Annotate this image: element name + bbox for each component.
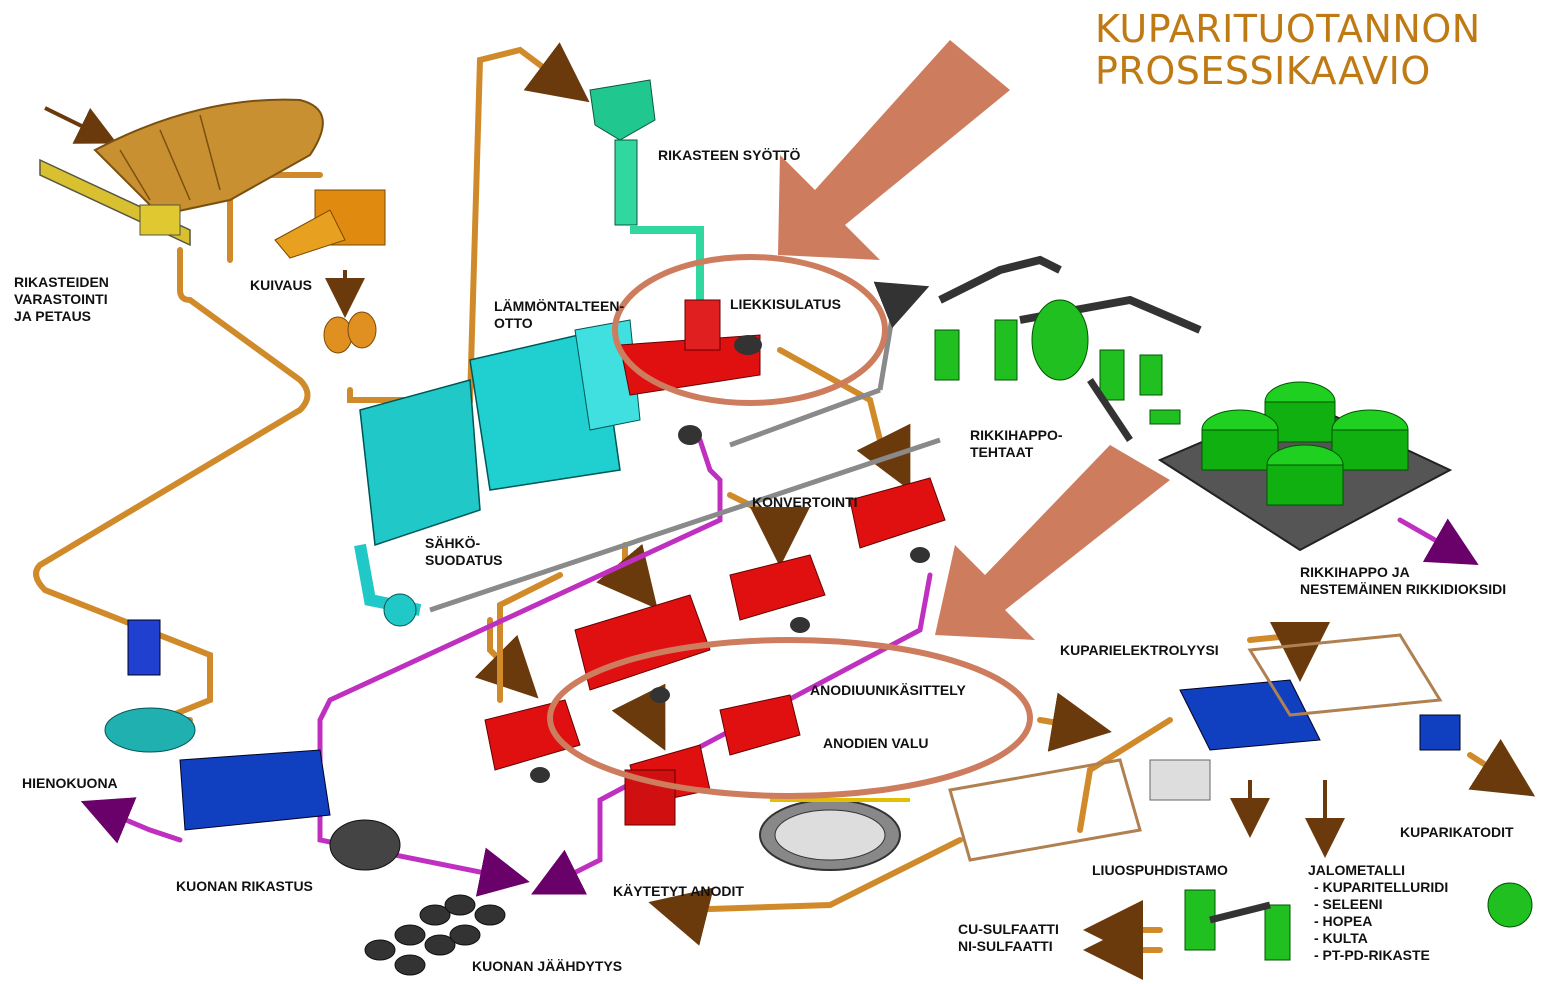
label-electrolysis: KUPARIELEKTROLYYSI [1060, 642, 1219, 658]
solution-purification [1184, 882, 1533, 961]
title-line-1: KUPARITUOTANNON [1095, 7, 1481, 51]
label-cathodes: KUPARIKATODIT [1400, 824, 1514, 840]
diagram-title: KUPARITUOTANNON PROSESSIKAAVIO [1095, 8, 1481, 92]
highlight-ellipses [547, 254, 1033, 799]
highlight-arrows [778, 40, 1170, 640]
label-heat-recovery: LÄMMÖNTALTEEN- OTTO [494, 298, 624, 332]
label-sulfuric-products-line-1: RIKKIHAPPO JA [1300, 564, 1410, 580]
label-sulfates-line-2: NI-SULFAATTI [958, 938, 1053, 954]
highlight-arrow-smelting [778, 40, 1010, 260]
label-storage-line-3: JA PETAUS [14, 308, 92, 324]
label-sulfates-line-1: CU-SULFAATTI [958, 921, 1059, 937]
highlight-arrow-anode [935, 445, 1170, 640]
label-fine-slag: HIENOKUONA [22, 775, 118, 791]
sulfuric-acid-plant [934, 255, 1202, 442]
label-feed: RIKASTEEN SYÖTTÖ [658, 147, 801, 163]
label-spent-anodes: KÄYTETYT ANODIT [613, 883, 744, 899]
label-slag-concentration: KUONAN RIKASTUS [176, 878, 313, 894]
label-precious-metals: JALOMETALLI - KUPARITELLURIDI - SELEENI … [1308, 862, 1448, 964]
highlight-ring-anode [547, 637, 1033, 799]
title-line-2: PROSESSIKAAVIO [1095, 49, 1431, 93]
highlight-ring-smelting [612, 254, 888, 406]
label-electrostatic-line-1: SÄHKÖ- [425, 535, 481, 551]
label-acid-plants: RIKKIHAPPO- TEHTAAT [970, 427, 1063, 461]
label-anode-treatment: ANODIUUNIKÄSITTELY [810, 682, 966, 698]
precious-item: - KULTA [1314, 930, 1368, 946]
label-drying: KUIVAUS [250, 277, 312, 293]
label-acid-plants-line-2: TEHTAAT [970, 444, 1034, 460]
label-electrostatic-line-2: SUODATUS [425, 552, 503, 568]
acid-tank-farm [1157, 381, 1453, 552]
converters [484, 477, 946, 826]
slag-concentration [104, 619, 401, 871]
precious-list: - KUPARITELLURIDI - SELEENI - HOPEA - KU… [1308, 879, 1448, 964]
label-sulfuric-products: RIKKIHAPPO JA NESTEMÄINEN RIKKIDIOKSIDI [1300, 564, 1506, 598]
precious-item: - PT-PD-RIKASTE [1314, 947, 1430, 963]
gas-pipes [429, 281, 941, 613]
concentrate-pipes [33, 42, 1536, 980]
label-flash-smelting: LIEKKISULATUS [730, 296, 841, 312]
label-storage: RIKASTEIDEN VARASTOINTI JA PETAUS [14, 274, 109, 325]
label-storage-line-1: RIKASTEIDEN [14, 274, 109, 290]
label-anode-casting: ANODIEN VALU [823, 735, 929, 751]
concentrate-feed [589, 79, 704, 300]
anode-casting-wheel [759, 798, 910, 871]
precious-item: - SELEENI [1314, 896, 1383, 912]
label-heat-recovery-line-2: OTTO [494, 315, 533, 331]
label-converting: KONVERTOINTI [752, 494, 858, 510]
label-solution-purification: LIUOSPUHDISTAMO [1092, 862, 1228, 878]
label-electrostatic: SÄHKÖ- SUODATUS [425, 535, 503, 569]
waste-heat-boiler [354, 319, 641, 627]
electrolysis-plant [948, 633, 1461, 862]
label-acid-plants-line-1: RIKKIHAPPO- [970, 427, 1063, 443]
label-storage-line-2: VARASTOINTI [14, 291, 108, 307]
label-sulfuric-products-line-2: NESTEMÄINEN RIKKIDIOKSIDI [1300, 581, 1507, 597]
label-heat-recovery-line-1: LÄMMÖNTALTEEN- [494, 298, 625, 314]
precious-item: - KUPARITELLURIDI [1314, 879, 1449, 895]
label-sulfates: CU-SULFAATTI NI-SULFAATTI [958, 921, 1059, 955]
label-precious-title: JALOMETALLI [1308, 862, 1405, 878]
flow-arrows-dark [44, 106, 1345, 858]
label-slag-cooling: KUONAN JÄÄHDYTYS [472, 958, 623, 974]
concentrate-storage [39, 98, 324, 247]
precious-item: - HOPEA [1314, 913, 1373, 929]
dryer [274, 189, 386, 354]
slag-pipes [80, 437, 1479, 897]
slag-pots [364, 894, 506, 976]
